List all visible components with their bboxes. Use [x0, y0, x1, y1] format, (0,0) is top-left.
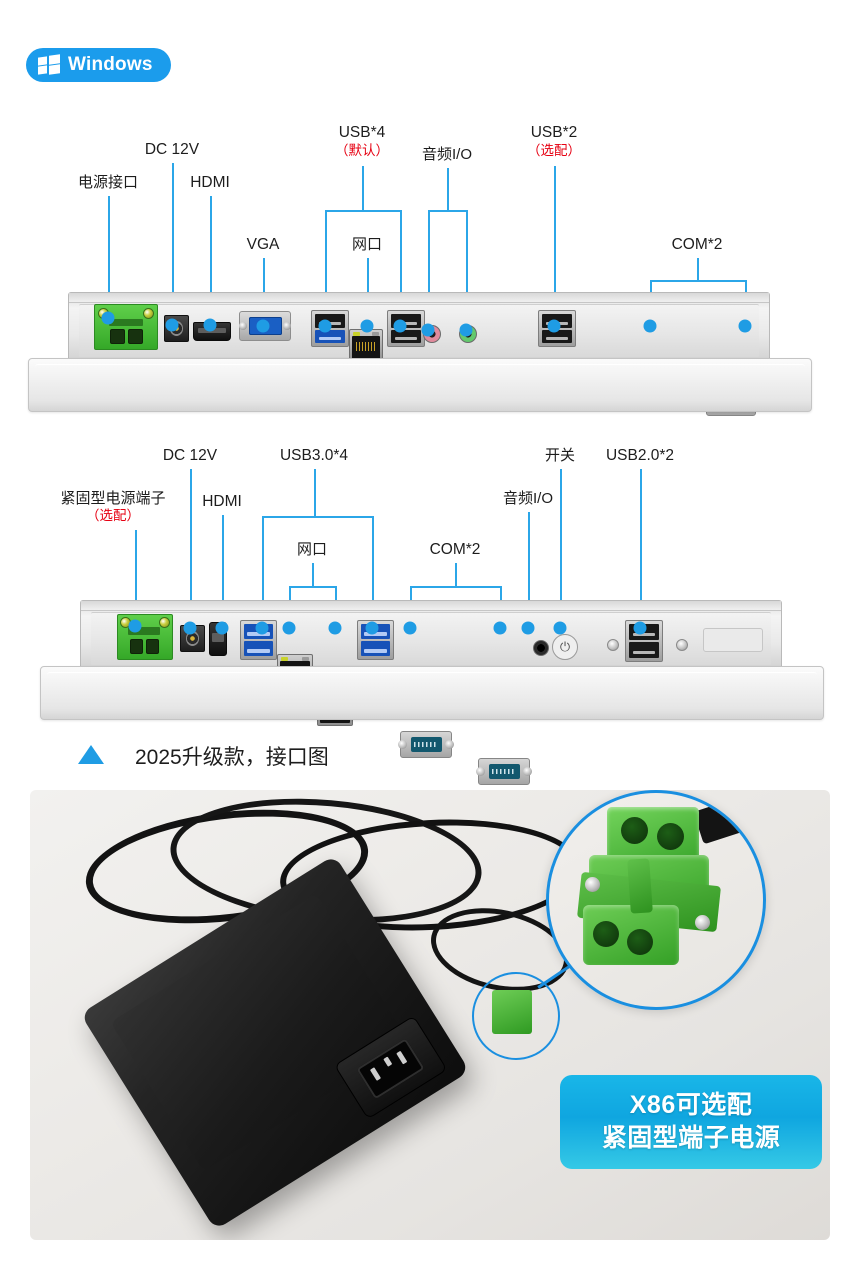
leader-com2-bracket-top [650, 280, 745, 282]
leader-usb30-left [262, 516, 264, 626]
leader-audio-io-bottom [528, 512, 530, 626]
port-power-terminal-bottom [117, 614, 173, 660]
blank-expansion-plate [703, 628, 763, 652]
endpoint-dot-power-connector [101, 311, 115, 325]
label-dc-12v-bottom: DC 12V [162, 447, 218, 464]
leader-lan-bracket-bottom [289, 586, 335, 588]
leader-dc-12v-top [172, 163, 174, 325]
label-vga: VGA [246, 236, 280, 253]
leader-com2-bracket-bottom [410, 586, 500, 588]
label-audio-io-bottom: 音频I/O [502, 490, 554, 507]
rear-top-edge-bottom [81, 601, 781, 611]
endpoint-dot-dc12v-bottom [183, 621, 197, 635]
port-com-2-bottom [476, 758, 532, 785]
label-lan-bottom: 网口 [296, 541, 328, 558]
leader-usb4-bracket [325, 210, 400, 212]
endpoint-dot-com2-top [738, 319, 752, 333]
label-power-switch: 开关 [544, 447, 576, 464]
leader-hdmi-bottom [222, 515, 224, 625]
port-usb20-stack [625, 620, 663, 662]
endpoint-dot-hdmi-top [203, 318, 217, 332]
leader-usb30-right [372, 516, 374, 626]
option-badge: X86可选配 紧固型端子电源 [560, 1075, 822, 1169]
leader-audio-left-top [428, 210, 430, 330]
screw-hole-right [676, 639, 688, 651]
endpoint-dot-lan1 [282, 621, 296, 635]
small-terminal-connector [492, 990, 532, 1034]
endpoint-dot-terminal-power [128, 619, 142, 633]
label-usb-4: USB*4 （默认） [335, 124, 389, 158]
leader-com2-stem-top [697, 258, 699, 280]
power-button[interactable]: ⏻ [552, 634, 578, 660]
endpoint-dot-hdmi-bottom [215, 621, 229, 635]
magnifier-circle-icon [546, 790, 766, 1010]
leader-power-connector [108, 196, 110, 318]
label-audio-io-top: 音频I/O [421, 146, 473, 163]
label-usb-2: USB*2 （选配） [527, 124, 581, 158]
endpoint-dot-usb4-b [393, 319, 407, 333]
leader-usb4-right [400, 210, 402, 326]
port-usb-stack-1-top [311, 310, 349, 347]
device-bottom-front-bezel [40, 666, 824, 720]
leader-audio-right-top [466, 210, 468, 330]
leader-power-switch [560, 469, 562, 626]
endpoint-dot-audio-io-bottom [521, 621, 535, 635]
leader-hdmi-top [210, 196, 212, 325]
magnifier-small-circle [472, 972, 560, 1060]
leader-usb4-left [325, 210, 327, 326]
leader-lan-stem-bottom [312, 563, 314, 586]
leader-usb30-stem [314, 469, 316, 516]
port-audio-io-bottom [533, 640, 549, 656]
device-bottom: ⏻ [0, 0, 824, 785]
port-com-1-bottom [398, 731, 454, 758]
triangle-up-icon [78, 745, 104, 764]
leader-usb4-stem [362, 166, 364, 210]
endpoint-dot-usb20 [633, 621, 647, 635]
option-badge-line1: X86可选配 [629, 1091, 753, 1119]
port-rj45-top [349, 329, 383, 362]
leader-com2-stem-bottom [455, 563, 457, 586]
label-terminal-power: 紧固型电源端子 （选配） [60, 490, 166, 524]
caption-text: 2025升级款，接口图 [135, 746, 329, 769]
endpoint-dot-lan2 [328, 621, 342, 635]
endpoint-dot-usb2 [547, 319, 561, 333]
label-hdmi-bottom: HDMI [202, 493, 242, 510]
leader-audio-bracket-top [428, 210, 466, 212]
endpoint-dot-dc12v-top [165, 318, 179, 332]
leader-terminal-power [135, 530, 137, 622]
rear-top-edge-top [69, 293, 769, 303]
label-lan-top: 网口 [351, 236, 383, 253]
endpoint-dot-usb4-a [318, 319, 332, 333]
endpoint-dot-usb30-b [365, 621, 379, 635]
endpoint-dot-com1-bottom [403, 621, 417, 635]
leader-dc-12v-bottom [190, 469, 192, 625]
leader-audio-stem-top [447, 168, 449, 210]
label-power-connector: 电源接口 [77, 174, 139, 191]
endpoint-dot-com2-bottom [493, 621, 507, 635]
endpoint-dot-lan-top [360, 319, 374, 333]
leader-usb30-bracket [262, 516, 372, 518]
option-badge-line2: 紧固型端子电源 [601, 1124, 781, 1152]
product-photo-panel: X86可选配 紧固型端子电源 [30, 790, 830, 1240]
endpoint-dot-audio-mic-top [421, 323, 435, 337]
label-hdmi-top: HDMI [190, 174, 230, 191]
device-top-front-bezel [28, 358, 812, 412]
endpoint-dot-com1-top [643, 319, 657, 333]
label-usb20-2: USB2.0*2 [605, 447, 675, 464]
screw-hole-left [607, 639, 619, 651]
label-dc-12v-top: DC 12V [144, 141, 200, 158]
endpoint-dot-power-switch [553, 621, 567, 635]
adapter-label-face [110, 893, 410, 1172]
leader-usb20-2 [640, 469, 642, 626]
label-com-2-bottom: COM*2 [429, 541, 481, 558]
windows-badge-label: Windows [68, 54, 153, 75]
label-usb30-4: USB3.0*4 [279, 447, 349, 464]
label-com-2-top: COM*2 [671, 236, 723, 253]
windows-badge: Windows [26, 48, 171, 82]
port-power-terminal-top [94, 304, 158, 350]
endpoint-dot-vga [256, 319, 270, 333]
leader-usb2 [554, 166, 556, 326]
endpoint-dot-usb30-a [255, 621, 269, 635]
endpoint-dot-audio-out-top [459, 323, 473, 337]
